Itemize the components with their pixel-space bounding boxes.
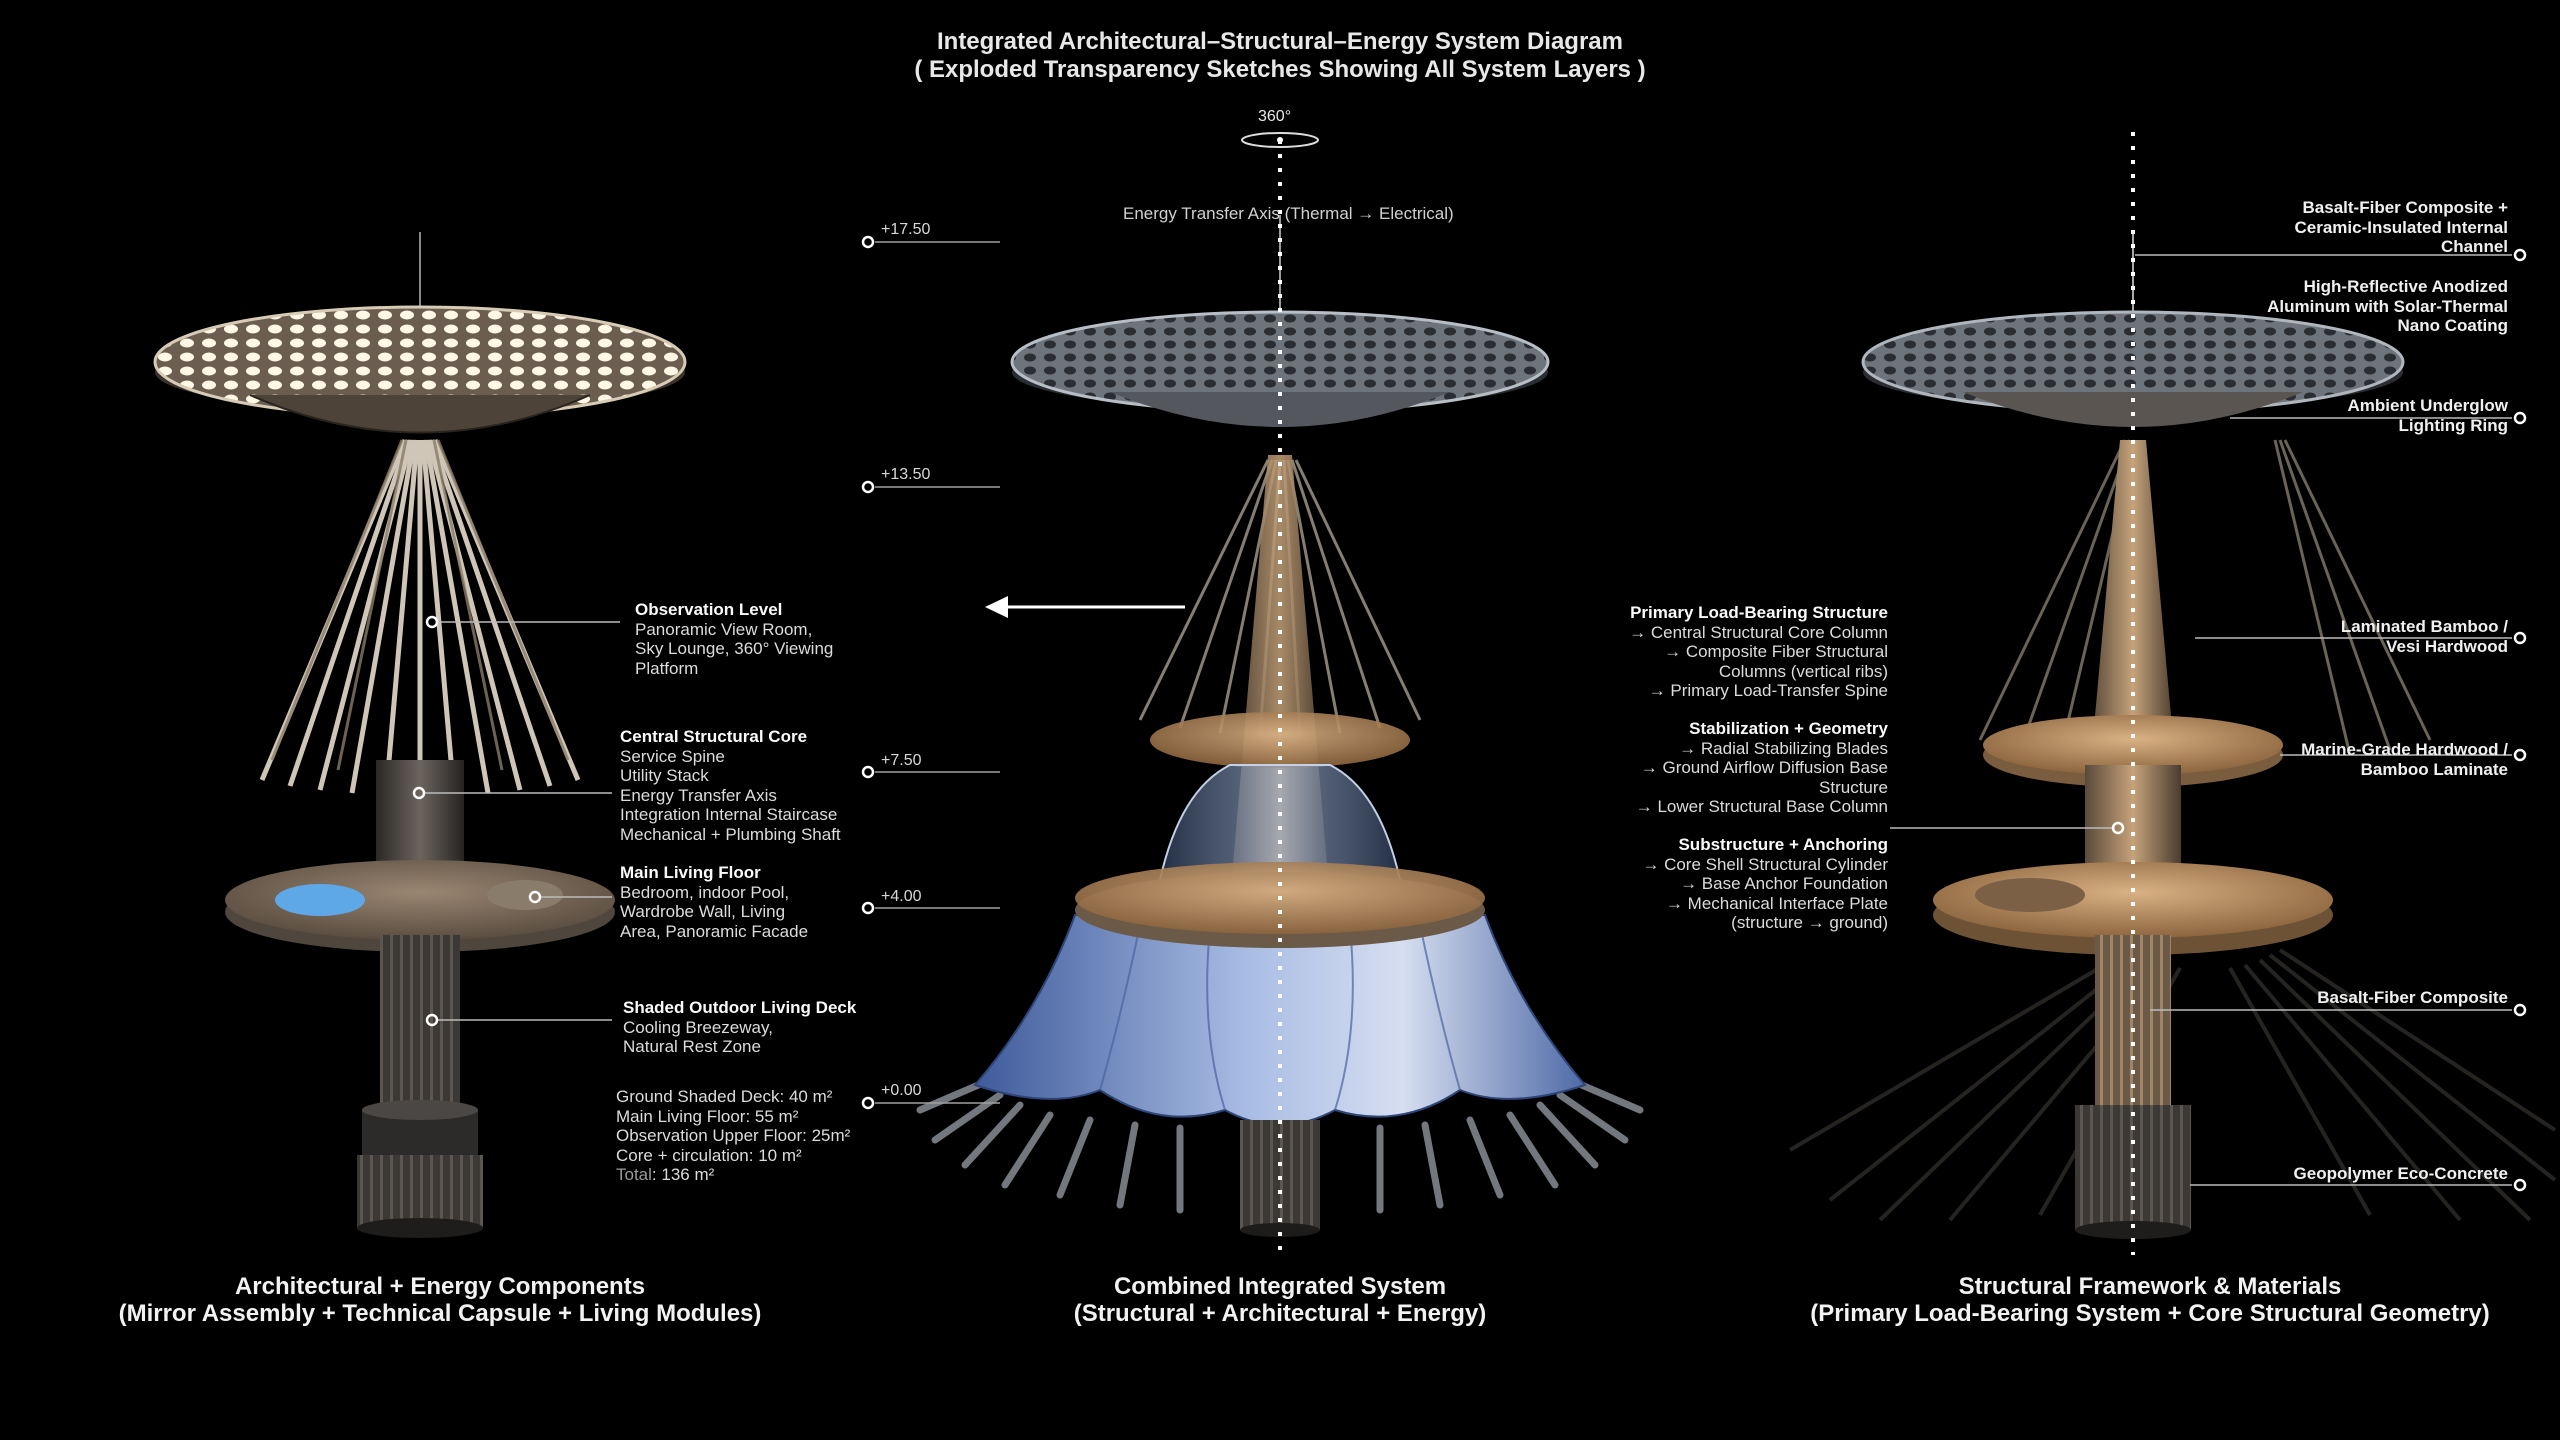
rotation-label: 360°	[1258, 108, 1292, 125]
left-arrow-icon	[985, 596, 1185, 618]
annotation-stabilization: Stabilization + Geometry → Radial Stabil…	[1635, 719, 1888, 816]
material-laminated-bamboo: Laminated Bamboo / Vesi Hardwood	[2340, 617, 2508, 656]
level-0-00: +0.00	[881, 1082, 922, 1099]
caption-right-panel: Structural Framework & Materials (Primar…	[1810, 1273, 2490, 1327]
left-tower-model	[153, 232, 687, 1238]
rotation-indicator	[1241, 132, 1319, 148]
mirror-dish-left	[155, 307, 685, 417]
marker-observation	[425, 615, 439, 629]
caption-center-panel: Combined Integrated System (Structural +…	[1073, 1273, 1487, 1327]
center-tower-model	[916, 132, 1644, 1255]
marker-living	[528, 890, 542, 904]
mirror-dish-right	[1863, 312, 2403, 412]
upper-deck-right	[1983, 715, 2283, 775]
annotation-outdoor-deck: Shaded Outdoor Living Deck Cooling Breez…	[623, 998, 857, 1056]
level-4-00: +4.00	[881, 888, 922, 905]
left-leaders	[425, 621, 620, 1021]
annotation-main-living-floor: Main Living Floor Bedroom, indoor Pool, …	[620, 863, 809, 941]
diagram-subtitle: ( Exploded Transparency Sketches Showing…	[914, 56, 1646, 83]
radial-blades	[916, 1076, 1644, 1214]
level-17-50: +17.50	[881, 221, 931, 238]
material-basalt-composite: Basalt-Fiber Composite	[2317, 988, 2508, 1007]
level-markers	[875, 241, 1000, 1104]
marker-deck	[425, 1013, 439, 1027]
area-summary: Ground Shaded Deck: 40 m² Main Living Fl…	[616, 1087, 851, 1184]
level-7-50: +7.50	[881, 752, 922, 769]
annotation-observation-level: Observation Level Panoramic View Room, S…	[635, 600, 834, 678]
living-floor-left	[225, 860, 615, 940]
material-anodized-aluminum: High-Reflective Anodized Aluminum with S…	[2267, 277, 2508, 335]
material-geopolymer-concrete: Geopolymer Eco-Concrete	[2293, 1164, 2508, 1183]
material-marine-hardwood: Marine-Grade Hardwood / Bamboo Laminate	[2301, 740, 2508, 779]
annotation-central-core: Central Structural Core Service Spine Ut…	[620, 727, 841, 844]
energy-axis-label: Energy Transfer Axis (Thermal → Electric…	[1123, 204, 1454, 223]
annotation-primary-load: Primary Load-Bearing Structure → Central…	[1629, 603, 1888, 700]
level-13-50: +13.50	[881, 466, 931, 483]
right-tower-model	[1788, 132, 2557, 1255]
annotation-substructure: Substructure + Anchoring → Core Shell St…	[1642, 835, 1888, 932]
observation-ribs	[259, 439, 581, 796]
diagram-title: Integrated Architectural–Structural–Ener…	[936, 28, 1623, 55]
material-leaders	[2135, 254, 2512, 1186]
material-basalt-ceramic: Basalt-Fiber Composite + Ceramic-Insulat…	[2294, 198, 2508, 256]
material-underglow-ring: Ambient Underglow Lighting Ring	[2347, 396, 2508, 435]
observation-disc-center	[1150, 712, 1410, 768]
marker-core	[412, 786, 426, 800]
mirror-dish-center	[1012, 312, 1548, 412]
indoor-pool	[275, 884, 365, 916]
caption-left-panel: Architectural + Energy Components (Mirro…	[118, 1273, 762, 1327]
